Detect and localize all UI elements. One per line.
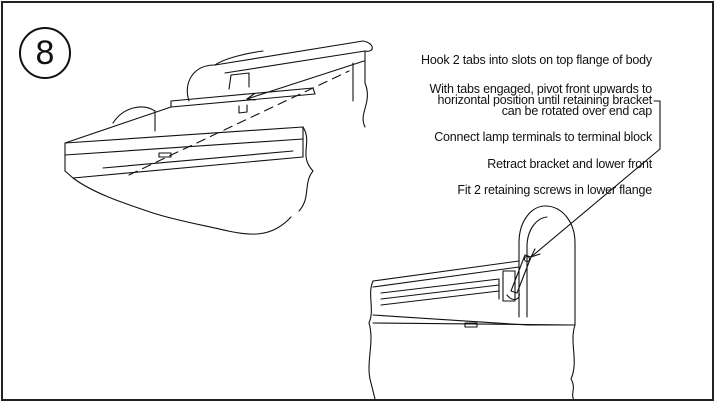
assembly-illustration — [64, 40, 661, 399]
instruction-pivot-front-line1: With tabs engaged, pivot front upwards t… — [429, 82, 653, 96]
body-and-front-panel-drawing — [64, 40, 373, 235]
instruction-pivot-front-line2: horizontal position until retaining brac… — [437, 93, 653, 107]
end-cap-bracket-drawing — [368, 100, 661, 399]
instruction-fit-screws: Fit 2 retaining screws in lower flange — [457, 183, 652, 197]
instruction-connect-terminals: Connect lamp terminals to terminal block — [434, 130, 652, 144]
instruction-retract-bracket: Retract bracket and lower front — [487, 157, 652, 171]
instruction-hook-tabs: Hook 2 tabs into slots on top flange of … — [421, 53, 652, 67]
step-number-badge: 8 — [19, 27, 71, 79]
instruction-pivot-front-line3: can be rotated over end cap — [501, 104, 652, 118]
